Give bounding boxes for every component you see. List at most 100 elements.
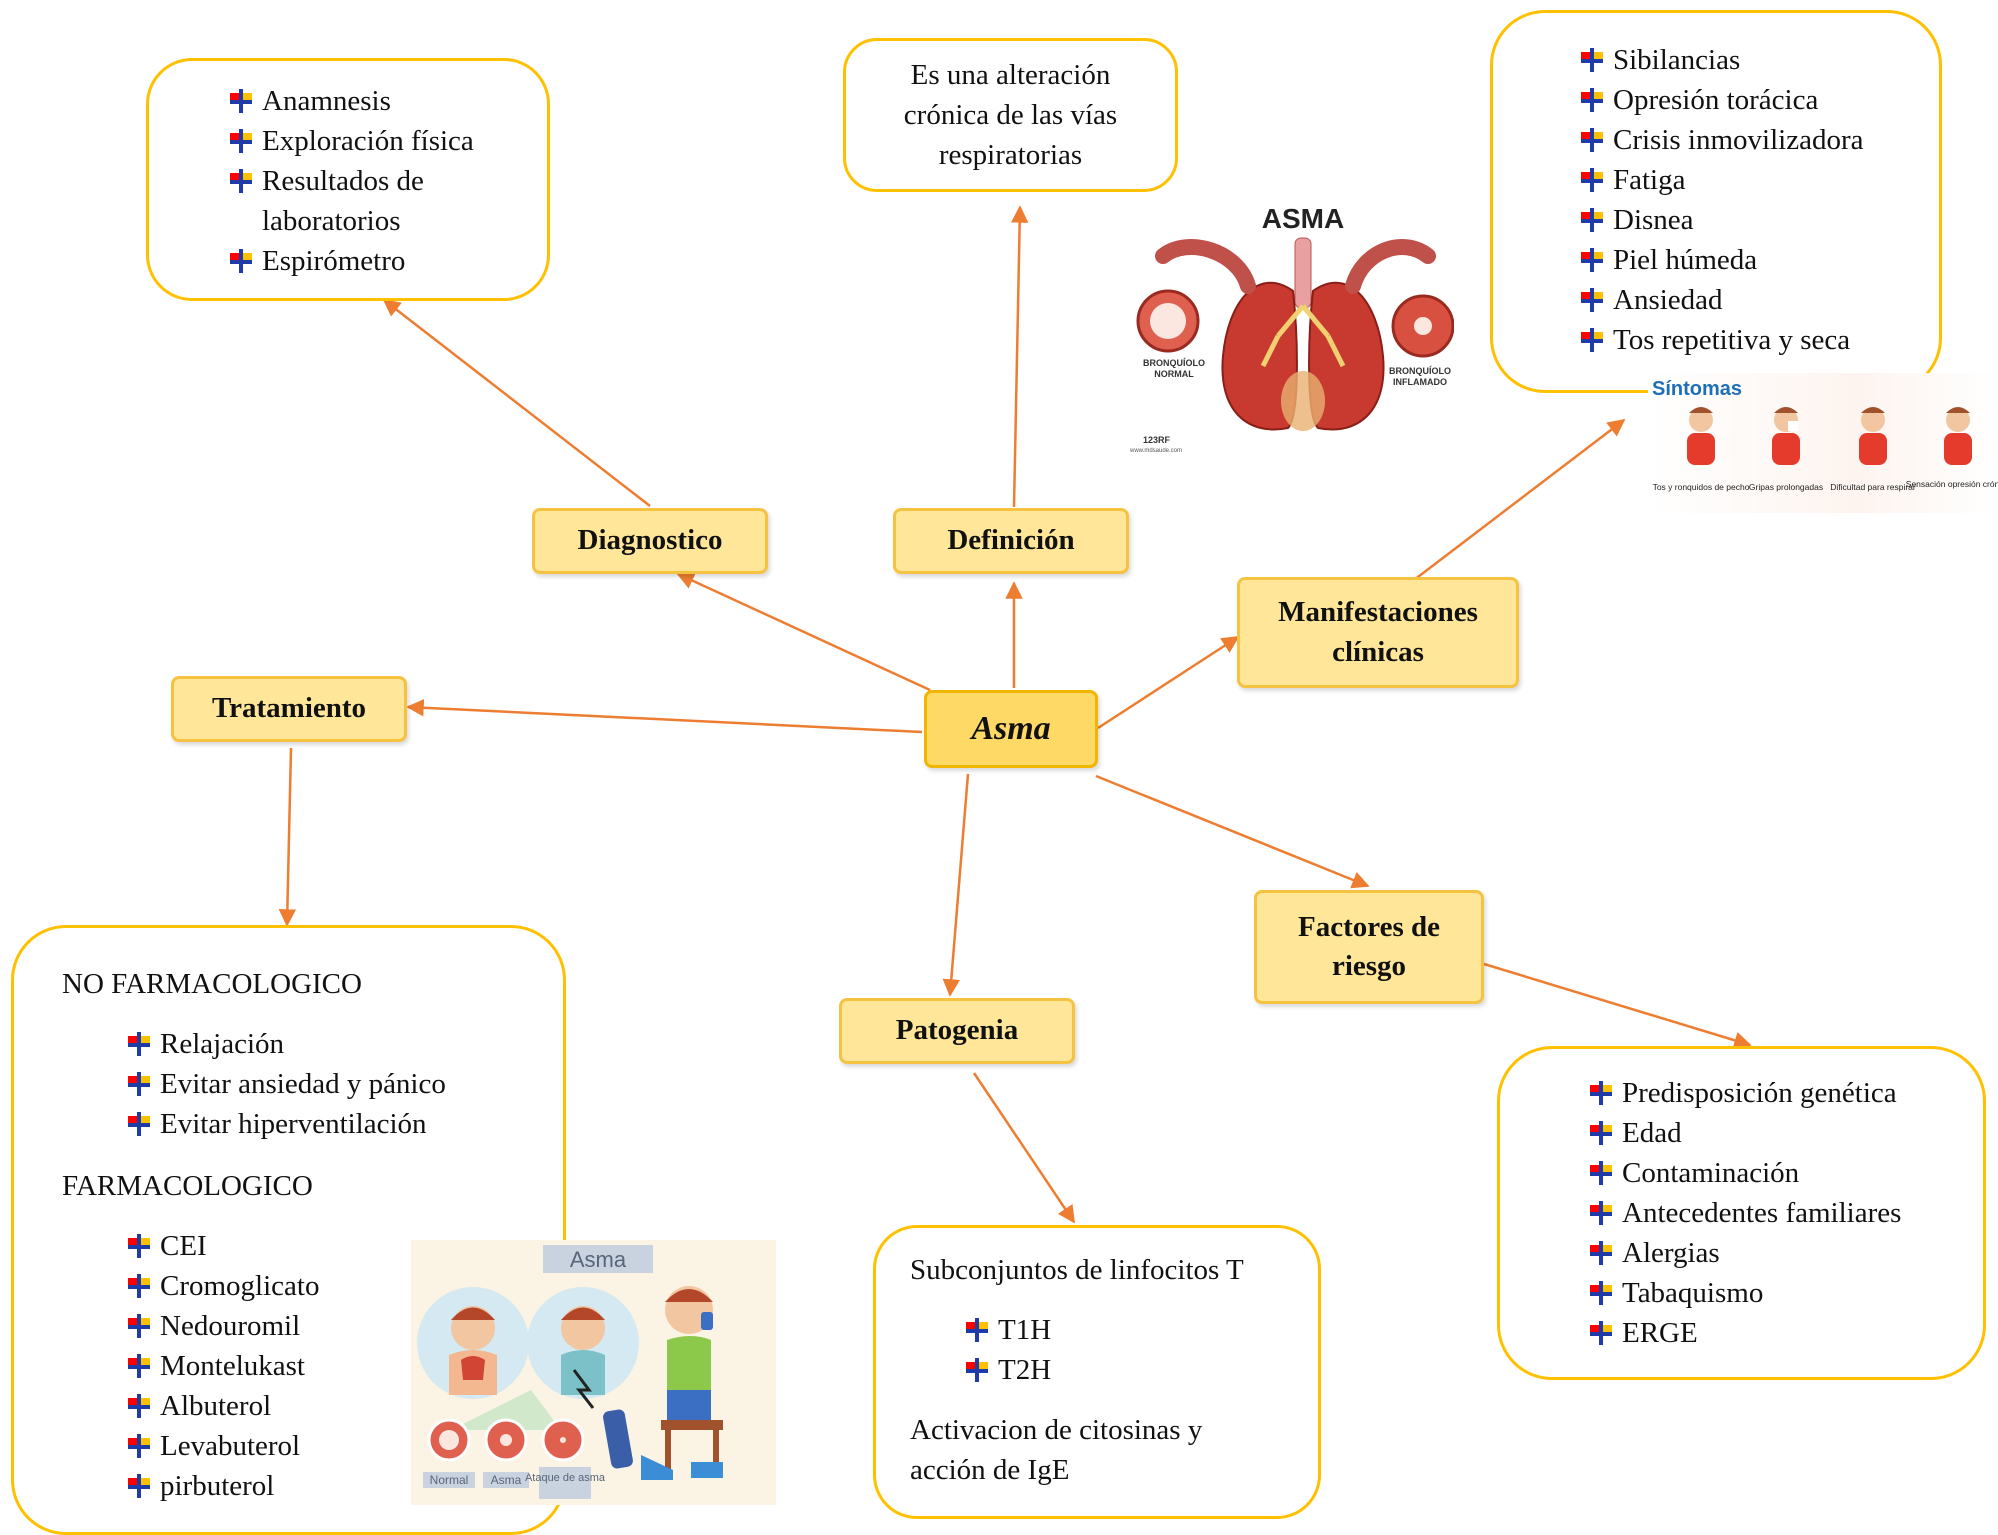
bullet-icon: [1579, 80, 1613, 120]
list-item-text: Opresión torácica: [1613, 84, 1819, 116]
bullet-icon: [126, 1466, 160, 1506]
lungs-right-label-1: BRONQUÍOLO: [1389, 366, 1451, 376]
list-item-text: Anamnesis: [262, 85, 391, 117]
arrow-tratamiento-to-box: [278, 747, 297, 927]
list-item: ERGE: [1588, 1313, 1963, 1353]
bullet-icon: [1579, 240, 1613, 280]
bullet-icon: [126, 1104, 160, 1144]
center-node-asma[interactable]: Asma: [924, 690, 1098, 768]
kids-label-asma: Asma: [491, 1473, 522, 1487]
list-item: Contaminación: [1588, 1153, 1963, 1193]
list-item-text: Tabaquismo: [1622, 1277, 1764, 1309]
node-factores[interactable]: Factores de riesgo: [1254, 890, 1484, 1004]
bullet-icon: [1588, 1313, 1622, 1353]
symptoms-image: Síntomas Tos y ronquidos de pecho Gripas…: [1652, 378, 1998, 492]
kids-asthma-illustration: Asma Normal Asma Ataque de asma: [411, 1240, 776, 1505]
list-item: Nedouromil: [126, 1306, 543, 1346]
arrow-diagnostico-to-box: [382, 298, 651, 507]
list-item: Albuterol: [126, 1386, 543, 1426]
list-item: Evitar hiperventilación: [126, 1104, 543, 1144]
bullet-icon: [126, 1064, 160, 1104]
list-item-text: Contaminación: [1622, 1157, 1800, 1189]
list-item: Tabaquismo: [1588, 1273, 1963, 1313]
list-item: Exploración física: [228, 121, 527, 161]
list-item-text: Predisposición genética: [1622, 1077, 1897, 1109]
list-item: Edad: [1588, 1113, 1963, 1153]
list-item-text: Crisis inmovilizadora: [1613, 124, 1864, 156]
bullet-icon: [228, 81, 262, 121]
node-diagnostico[interactable]: Diagnostico: [532, 508, 768, 574]
bullet-icon: [1579, 40, 1613, 80]
bullet-icon: [126, 1226, 160, 1266]
list-item: Fatiga: [1579, 160, 1919, 200]
arrow-to-tratamiento: [406, 699, 923, 734]
bullet-icon: [1588, 1233, 1622, 1273]
list-item-text: Espirómetro: [262, 245, 406, 277]
bullet-icon: [228, 241, 262, 281]
list-item-text: Relajación: [160, 1028, 285, 1060]
list-item-text: Edad: [1622, 1117, 1682, 1149]
node-patogenia[interactable]: Patogenia: [839, 998, 1075, 1064]
symptom-figure-3: [1859, 407, 1887, 465]
list-item: Montelukast: [126, 1346, 543, 1386]
symptoms-illustration: Síntomas Tos y ronquidos de pecho Gripas…: [1648, 373, 1998, 513]
list-item: Opresión torácica: [1579, 80, 1919, 120]
list-item: Piel húmeda: [1579, 240, 1919, 280]
symptom-caption-1: Tos y ronquidos de pecho: [1653, 482, 1750, 492]
node-definicion[interactable]: Definición: [893, 508, 1129, 574]
bullet-icon: [1588, 1153, 1622, 1193]
bullet-icon: [228, 161, 262, 201]
list-item-text: Evitar ansiedad y pánico: [160, 1068, 446, 1100]
list-item: T1H: [964, 1310, 1298, 1350]
list-item-text: T1H: [998, 1314, 1052, 1346]
lungs-title: ASMA: [1262, 203, 1344, 234]
bullet-icon: [1579, 320, 1613, 360]
arrow-to-patogenia: [942, 773, 970, 997]
lungs-left-label-1: BRONQUÍOLO: [1143, 358, 1205, 368]
list-item: Crisis inmovilizadora: [1579, 120, 1919, 160]
list-item: CEI: [126, 1226, 543, 1266]
list-item: Predisposición genética: [1588, 1073, 1963, 1113]
bullet-icon: [1588, 1193, 1622, 1233]
list-item-text: ERGE: [1622, 1317, 1698, 1349]
arrow-manifestaciones-to-box: [1413, 418, 1626, 581]
list-item-text: Alergias: [1622, 1237, 1720, 1269]
bullet-icon: [964, 1310, 998, 1350]
symptom-figure-4: [1944, 407, 1972, 465]
bullet-icon: [1579, 200, 1613, 240]
list-item: Levabuterol: [126, 1426, 543, 1466]
list-item: Disnea: [1579, 200, 1919, 240]
list-item-text: Disnea: [1613, 204, 1694, 236]
symptom-caption-4: Sensación opresión crónica: [1906, 479, 1998, 489]
bullet-icon: [126, 1024, 160, 1064]
kids-label-normal: Normal: [430, 1473, 469, 1487]
node-tratamiento[interactable]: Tratamiento: [171, 676, 407, 742]
bullet-icon: [1588, 1073, 1622, 1113]
arrow-to-manifestaciones: [1097, 635, 1240, 730]
lungs-image: ASMA BRONQUÍOLO NORMAL BRONQUÍOLO INFLAM…: [1129, 203, 1455, 454]
bullet-icon: [126, 1346, 160, 1386]
patogenia-subtitle: Subconjuntos de linfocitos T: [910, 1254, 1244, 1286]
bullet-icon: [964, 1350, 998, 1390]
symptoms-title: Síntomas: [1652, 378, 1742, 400]
no-farmacologico-title: NO FARMACOLOGICO: [62, 968, 362, 1000]
bullet-icon: [1579, 120, 1613, 160]
list-item: Sibilancias: [1579, 40, 1919, 80]
bullet-icon: [228, 121, 262, 161]
bullet-icon: [1588, 1273, 1622, 1313]
list-item: Evitar ansiedad y pánico: [126, 1064, 543, 1104]
node-manifestaciones[interactable]: Manifestaciones clínicas: [1237, 577, 1519, 688]
list-item: Tos repetitiva y seca: [1579, 320, 1919, 360]
farmacologico-title: FARMACOLOGICO: [62, 1170, 313, 1202]
list-item-text: T2H: [998, 1354, 1052, 1386]
symptom-caption-2: Gripas prolongadas: [1749, 482, 1823, 492]
bullet-icon: [1579, 280, 1613, 320]
bullet-icon: [126, 1306, 160, 1346]
list-item-text: Evitar hiperventilación: [160, 1108, 427, 1140]
list-item: Alergias: [1588, 1233, 1963, 1273]
list-item: pirbuterol: [126, 1466, 543, 1506]
